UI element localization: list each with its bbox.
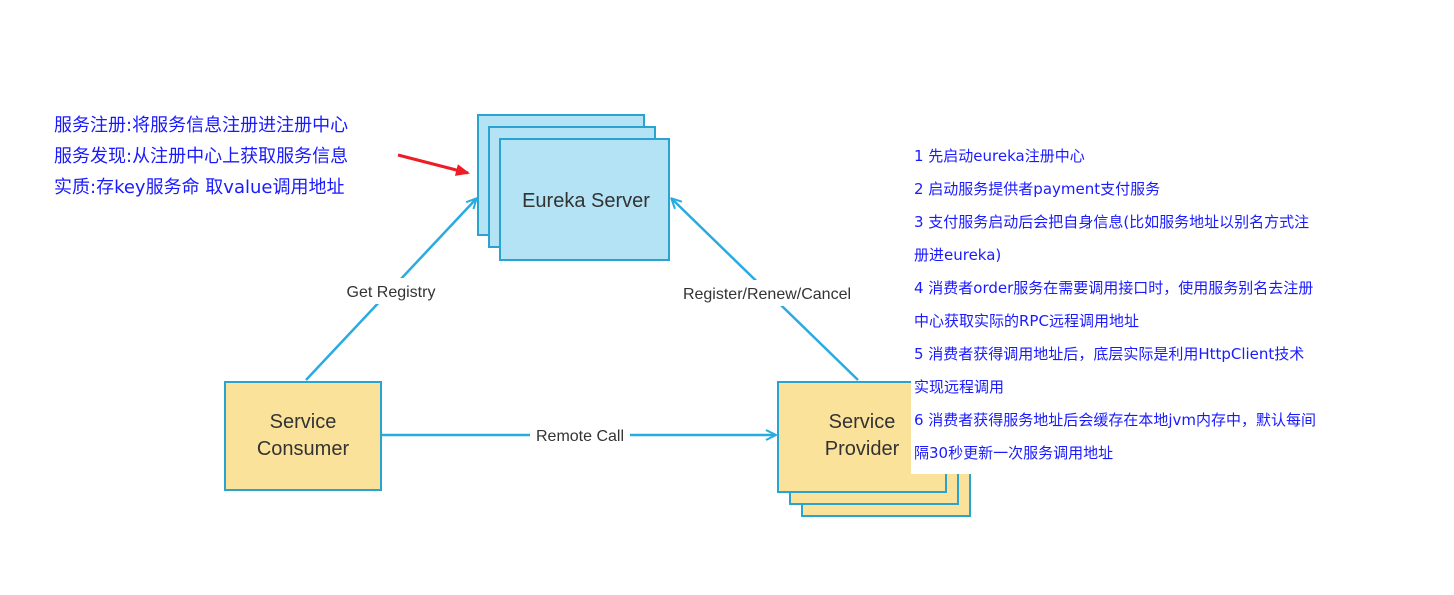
right-annotation-line: 6 消费者获得服务地址后会缓存在本地jvm内存中，默认每间 (914, 411, 1316, 429)
left-annotation: 服务注册:将服务信息注册进注册中心 服务发现:从注册中心上获取服务信息 实质:存… (54, 110, 348, 203)
left-annotation-line: 实质:存key服务命 取value调用地址 (54, 177, 345, 198)
right-annotation-line: 隔30秒更新一次服务调用地址 (914, 444, 1114, 462)
right-annotation-line: 中心获取实际的RPC远程调用地址 (914, 312, 1139, 330)
left-annotation-line: 服务发现:从注册中心上获取服务信息 (54, 146, 349, 167)
right-annotation: 1 先启动eureka注册中心 2 启动服务提供者payment支付服务 3 支… (911, 140, 1386, 474)
right-annotation-line: 1 先启动eureka注册中心 (914, 147, 1085, 165)
service-consumer-node: Service Consumer (224, 381, 382, 491)
register-edge: Register/Renew/Cancel (672, 199, 860, 381)
register-label: Register/Renew/Cancel (683, 286, 851, 303)
red-pointer-arrow (397, 153, 470, 176)
right-annotation-line: 2 启动服务提供者payment支付服务 (914, 180, 1161, 198)
remote-call-edge: Remote Call (382, 423, 775, 447)
get-registry-edge: Get Registry (305, 199, 476, 381)
right-annotation-line: 5 消费者获得调用地址后，底层实际是利用HttpClient技术 (914, 345, 1305, 363)
right-annotation-line: 4 消费者order服务在需要调用接口时，使用服务别名去注册 (914, 279, 1314, 297)
service-consumer-box (224, 381, 382, 491)
right-annotation-line: 实现远程调用 (914, 378, 1005, 396)
eureka-server-label: Eureka Server (522, 190, 650, 212)
eureka-server-box (499, 138, 670, 261)
right-annotation-line: 册进eureka) (914, 246, 1002, 264)
eureka-server-node: Eureka Server (477, 114, 670, 261)
right-annotation-line: 3 支付服务启动后会把自身信息(比如服务地址以别名方式注 (914, 213, 1310, 231)
remote-call-label: Remote Call (536, 428, 624, 445)
service-consumer-label-line1: Service (270, 411, 337, 433)
get-registry-label: Get Registry (347, 284, 436, 301)
service-provider-label-line1: Service (829, 411, 896, 433)
left-annotation-line: 服务注册:将服务信息注册进注册中心 (54, 115, 349, 136)
service-provider-label-line2: Provider (825, 438, 900, 460)
service-consumer-label-line2: Consumer (257, 438, 350, 460)
